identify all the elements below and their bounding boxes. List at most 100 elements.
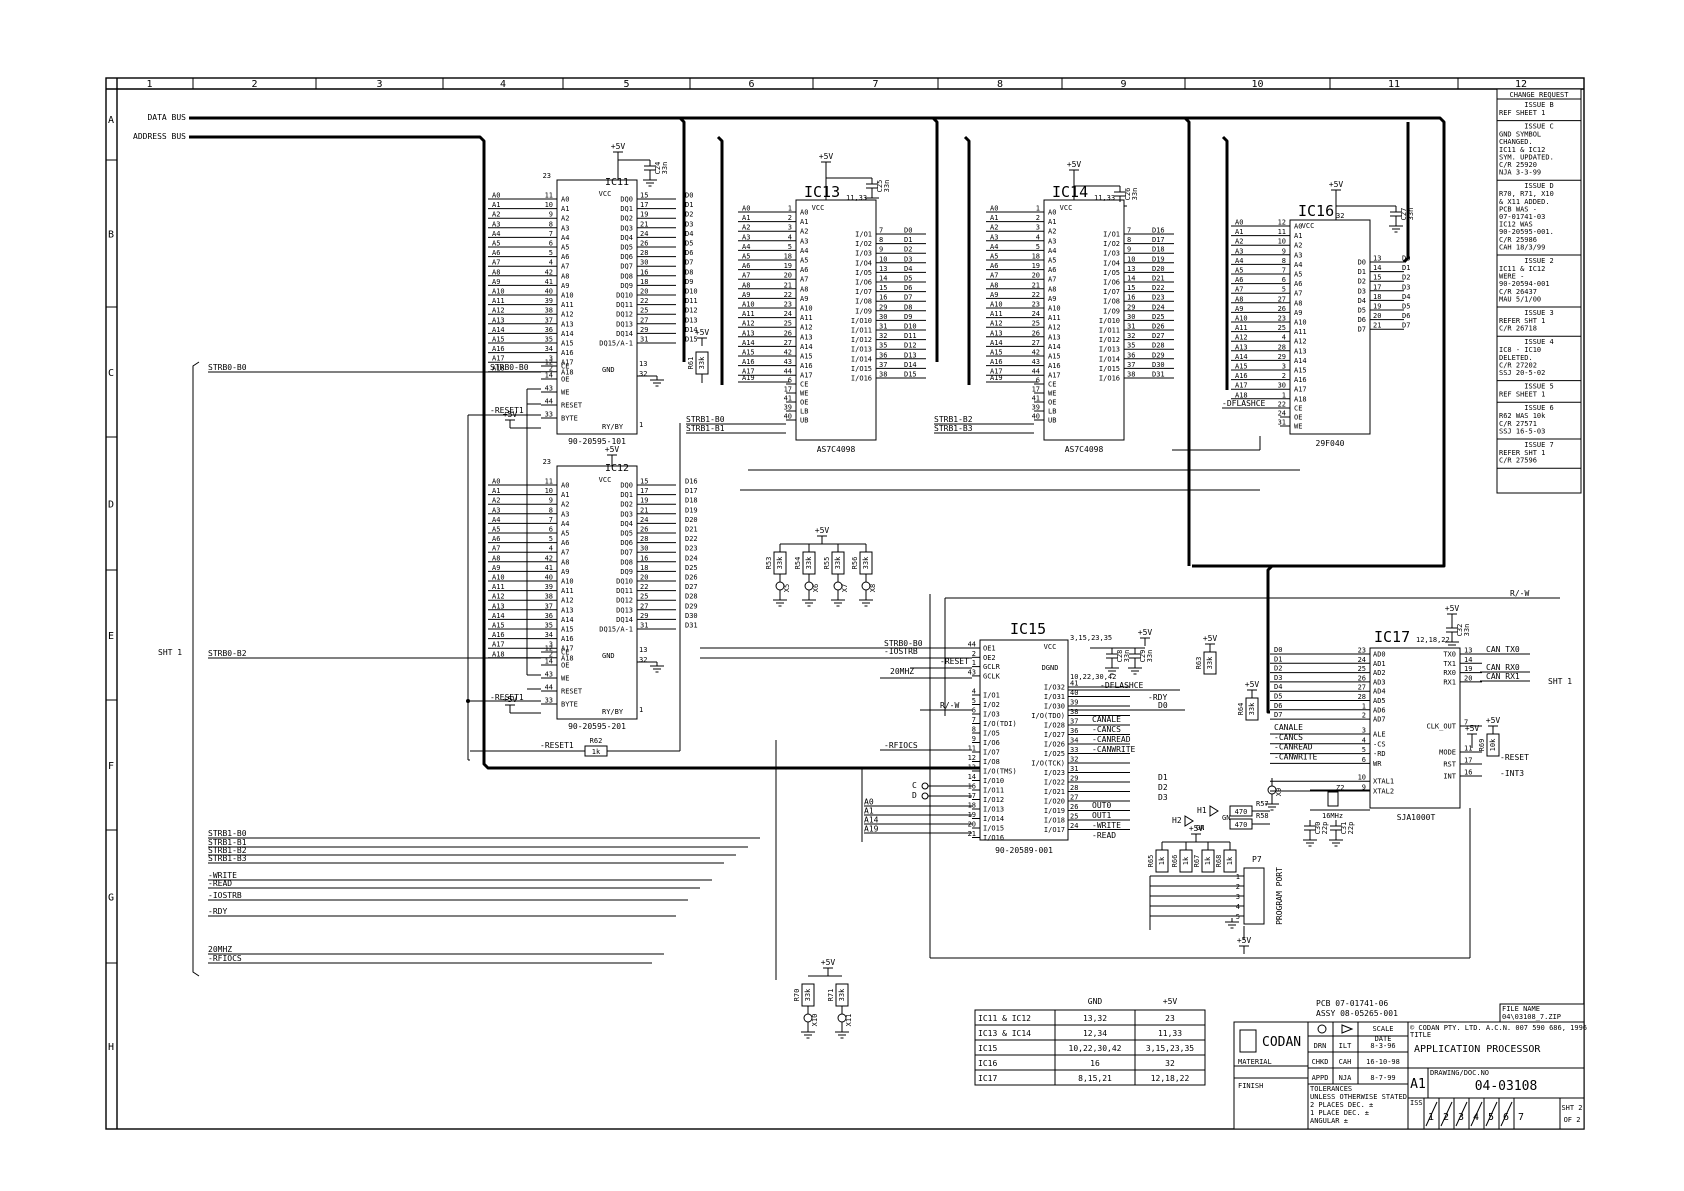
pin-name: A10	[561, 578, 574, 586]
pin-number: 30	[1278, 382, 1286, 390]
frame-border	[105, 77, 1585, 1130]
pin-name: I/O7	[855, 288, 872, 296]
chip-label: IC13	[804, 183, 840, 201]
pin-name: VCC	[1044, 643, 1057, 651]
issue-line: IC8 - IC10	[1499, 346, 1541, 354]
data-bus	[189, 116, 1446, 568]
pin-name: I/O4	[855, 259, 872, 267]
pin-name: D4	[1358, 297, 1366, 305]
pin-number: 15	[1373, 274, 1381, 282]
pin-name: A4	[561, 520, 569, 528]
pin-name: GCLR	[983, 663, 1001, 671]
pin-number: 11	[1278, 228, 1286, 236]
address-net: A5	[492, 526, 500, 534]
pld-output-label: -RDY	[1148, 693, 1167, 702]
column-label: 5	[623, 79, 629, 90]
address-net: A12	[742, 320, 755, 328]
pin-name: A16	[561, 349, 574, 357]
address-net: A15	[492, 336, 505, 344]
pin-number: 16	[1464, 769, 1472, 777]
pin-name: A9	[1294, 309, 1302, 317]
pin-name: RX0	[1443, 669, 1456, 677]
column-label: 10	[1251, 79, 1263, 90]
pin-name: A6	[561, 253, 569, 261]
pin-name: A0	[800, 209, 808, 217]
pin-number: 33	[545, 411, 553, 419]
data-net: D25	[685, 564, 698, 572]
pin-name: I/O15	[1099, 365, 1120, 373]
resistor-value: 33k	[776, 556, 784, 569]
data-net: D19	[1152, 255, 1165, 263]
pin-number: 27	[640, 316, 648, 324]
pin-number: 8	[549, 506, 553, 514]
resistor-ref: R69	[1478, 739, 1486, 752]
pin-number: 40	[1070, 689, 1078, 697]
address-net: A2	[1235, 238, 1243, 246]
row-label: A	[108, 115, 114, 126]
pld-output-label: -WRITE	[1092, 821, 1121, 830]
power-label: +5V	[1445, 604, 1460, 613]
pin-name: I/O13	[983, 806, 1004, 814]
address-net: A4	[990, 243, 998, 251]
address-net: A1	[990, 214, 998, 222]
pin-name: A8	[1048, 285, 1056, 293]
assy-number: ASSY 08-05265-001	[1316, 1009, 1398, 1018]
pin-name: I/O6	[983, 739, 1000, 747]
pin-name: I/O32	[1044, 684, 1065, 692]
pld-output-label: OUT1	[1092, 811, 1111, 820]
pin-name: I/O16	[851, 375, 872, 383]
pin-number: 32	[1336, 212, 1344, 220]
sheet-of: OF 2	[1564, 1116, 1581, 1124]
data-net: D31	[685, 622, 698, 630]
pin-name: DQ2	[620, 501, 633, 509]
pin-name: A14	[1294, 357, 1307, 365]
pin-name: A2	[1048, 228, 1056, 236]
pin-name: RESET	[561, 688, 583, 696]
pin-number: 7	[1127, 227, 1131, 235]
pin-name: D2	[1358, 278, 1366, 286]
pin-name: A12	[561, 597, 574, 605]
pin-number: 10	[879, 255, 887, 263]
table-cell-ic: IC15	[978, 1044, 997, 1053]
data-net: D4	[904, 265, 912, 273]
capacitor-ref: C30	[1314, 822, 1322, 835]
pin-name: A5	[1048, 257, 1056, 265]
pin-number: 18	[1032, 253, 1040, 261]
pin-number: 20	[784, 272, 792, 280]
pin-number: 41	[545, 564, 553, 572]
chip-label: IC14	[1052, 183, 1088, 201]
issue-line: NJA 3-3-99	[1499, 169, 1541, 177]
pin-name: I/O30	[1044, 703, 1065, 711]
address-net: A9	[1235, 305, 1243, 313]
address-net: A12	[990, 320, 1003, 328]
pin-number: 7	[879, 227, 883, 235]
data-net: D6	[1274, 702, 1282, 710]
pin-name: A13	[1294, 347, 1307, 355]
resistor-ref: R70	[793, 989, 801, 1002]
pin-name: I/O1	[855, 231, 872, 239]
pin-number: 9	[1127, 246, 1131, 254]
issue-line: IC11 & IC12	[1499, 265, 1545, 273]
pin-name: A9	[1048, 295, 1056, 303]
issue-line: IC11 & IC12	[1499, 146, 1545, 154]
data-net: D2	[685, 211, 693, 219]
capacitor-value: 33n	[1146, 650, 1154, 663]
chip-part: 90-20595-101	[568, 437, 626, 446]
pin-number: 25	[1278, 324, 1286, 332]
data-net: D1	[1402, 264, 1410, 272]
pin-name: XTAL1	[1373, 778, 1394, 786]
pin-name: I/O14	[983, 815, 1004, 823]
testpoint-ref: X9	[1275, 788, 1283, 796]
drawing-number: 04-03108	[1475, 1079, 1538, 1094]
row-label: C	[108, 368, 114, 379]
resistor-ref: R61	[687, 357, 695, 370]
pin-name: I/O12	[1099, 336, 1120, 344]
pin-number: 19	[1032, 262, 1040, 270]
pin-number: 16	[1127, 294, 1135, 302]
table-cell-gnd: 13,32	[1083, 1014, 1107, 1023]
pin-name: DQ1	[620, 491, 633, 499]
pin-number: 35	[545, 336, 553, 344]
pin-name: I/O14	[851, 355, 872, 363]
pin-number: 31	[1278, 419, 1286, 427]
pin-name: I/O22	[1044, 779, 1065, 787]
